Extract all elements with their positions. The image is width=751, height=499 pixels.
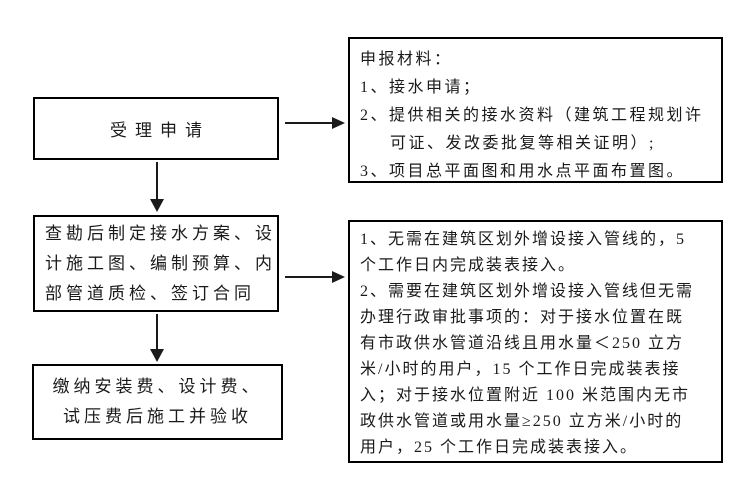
step-accept-application-box: 受理申请 — [33, 97, 279, 160]
step-plan-line: 计施工图、编制预算、内 — [45, 253, 276, 273]
arrow-shaft — [156, 314, 158, 350]
timeline-line: 用户，25 个工作日完成装表接入。 — [360, 439, 639, 456]
step-plan-contract-box: 查勘后制定接水方案、设 计施工图、编制预算、内 部管道质检、签订合同 — [33, 215, 279, 312]
materials-line: 3、项目总平面图和用水点平面布置图。 — [360, 163, 686, 180]
timeline-line: 2、需要在建筑区划外增设接入管线但无需 — [360, 283, 695, 300]
arrow-plan-to-timeline-icon — [285, 271, 345, 283]
arrow-plan-to-pay-icon — [150, 314, 164, 362]
arrow-shaft — [285, 122, 333, 124]
timeline-line: 1、无需在建筑区划外增设接入管线的，5 — [360, 231, 687, 248]
step-pay-line: 缴纳安装费、设计费、 — [52, 377, 263, 396]
arrow-accept-to-materials-icon — [285, 117, 345, 129]
timeline-line: 有市政供水管道沿线且用水量＜250 立方 — [360, 335, 685, 352]
materials-line: 可证、发改委批复等相关证明）; — [390, 135, 656, 152]
materials-line: 2、提供相关的接水资料（建筑工程规划许 — [360, 107, 704, 124]
arrow-head-down-icon — [150, 349, 164, 362]
timeline-line: 政供水管道或用水量≥250 立方米/小时的 — [360, 413, 684, 430]
step-plan-line: 部管道质检、签订合同 — [45, 283, 255, 303]
timeline-line: 个工作日内完成装表接入。 — [360, 257, 577, 274]
arrow-shaft — [285, 276, 333, 278]
timeline-line: 米/小时的用户，15 个工作日完成装表接 — [360, 361, 681, 378]
arrow-head-down-icon — [150, 199, 164, 212]
step-pay-construct-box: 缴纳安装费、设计费、 试压费后施工并验收 — [32, 364, 283, 440]
note-application-materials-box: 申报材料： 1、接水申请； 2、提供相关的接水资料（建筑工程规划许 可证、发改委… — [348, 37, 723, 183]
materials-line: 1、接水申请； — [360, 79, 482, 96]
arrow-head-right-icon — [332, 271, 345, 283]
arrow-head-right-icon — [332, 117, 345, 129]
materials-line: 申报材料： — [360, 51, 453, 68]
arrow-accept-to-plan-icon — [150, 162, 164, 212]
note-connection-timeline-box: 1、无需在建筑区划外增设接入管线的，5 个工作日内完成装表接入。 2、需要在建筑… — [348, 220, 723, 463]
arrow-shaft — [156, 162, 158, 200]
timeline-line: 入；对于接水位置附近 100 米范围内无市 — [360, 387, 691, 404]
step-accept-application-label: 受理申请 — [110, 121, 210, 140]
step-pay-line: 试压费后施工并验收 — [63, 407, 252, 426]
timeline-line: 办理行政审批事项的：对于接水位置在既 — [360, 309, 685, 326]
step-plan-line: 查勘后制定接水方案、设 — [45, 223, 276, 243]
